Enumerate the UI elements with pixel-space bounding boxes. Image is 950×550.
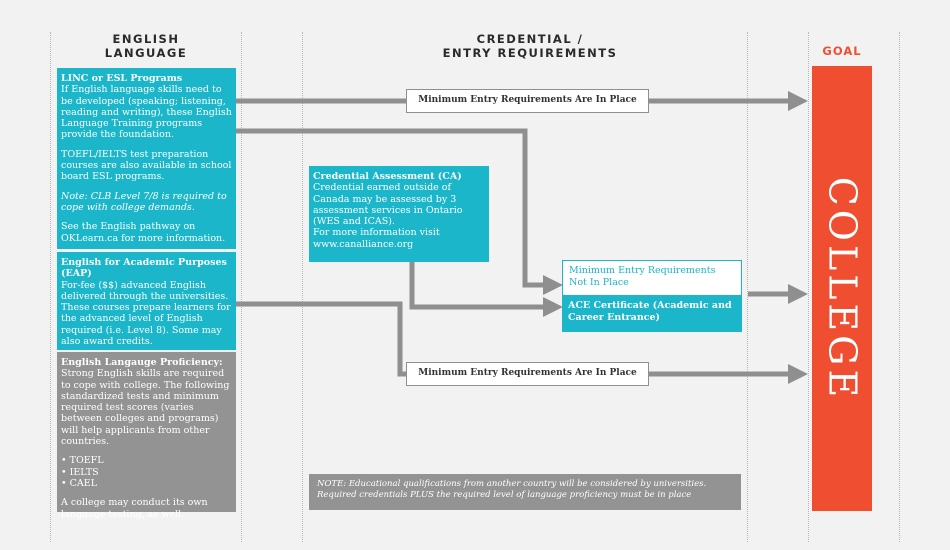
column-divider [241, 32, 242, 542]
college-goal-bar [812, 66, 872, 511]
min-entry-in-place-label: Minimum Entry Requirements Are In Place [406, 89, 649, 113]
eap-box: English for Academic Purposes (EAP) For-… [57, 252, 236, 350]
not-in-place-box: Minimum Entry Requirements Not In Place [562, 260, 742, 296]
header-line: ENGLISH [112, 32, 180, 46]
arrow-ca-to-ace [409, 285, 563, 317]
credential-header: CREDENTIAL / ENTRY REQUIREMENTS [380, 32, 680, 60]
linc-title: LINC or ESL Programs [61, 73, 183, 84]
proficiency-body: Strong English skills are required to co… [61, 368, 230, 448]
proficiency-title: English Langauge Proficiency: [61, 357, 223, 368]
ace-certificate-box: ACE Certificate (Academic and Career Ent… [562, 296, 742, 332]
proficiency-box: English Langauge Proficiency: Strong Eng… [57, 352, 236, 520]
universities-note: NOTE: Educational qualifications from an… [309, 474, 741, 510]
column-divider [302, 32, 303, 542]
column-divider [808, 32, 809, 542]
proficiency-footer: A college may conduct its own language t… [61, 497, 208, 520]
english-language-header: ENGLISH LANGUAGE [55, 32, 237, 60]
test-item: • CAEL [61, 477, 97, 489]
column-divider [50, 32, 51, 542]
eap-title: English for Academic Purposes (EAP) [61, 257, 227, 280]
column-divider [747, 32, 748, 542]
linc-body: If English language skills need to be de… [61, 84, 232, 141]
college-label: COLLEGE [820, 176, 864, 401]
linc-see: See the English pathway on OKLearn.ca fo… [61, 221, 226, 244]
credential-assessment-box: Credential Assessment (CA) Credential ea… [309, 166, 489, 262]
column-divider [899, 32, 900, 542]
arrow-linc-to-not-in-place [236, 128, 563, 295]
header-line: ENTRY REQUIREMENTS [442, 46, 618, 60]
linc-esl-box: LINC or ESL Programs If English language… [57, 68, 236, 249]
linc-note: Note: CLB Level 7/8 is required to cope … [61, 190, 227, 213]
linc-toefl: TOEFL/IELTS test preparation courses are… [61, 148, 232, 183]
goal-header: GOAL [822, 44, 862, 58]
header-line: CREDENTIAL / [476, 32, 584, 46]
test-item: • TOEFL [61, 455, 104, 467]
ca-title: Credential Assessment (CA) [313, 171, 462, 182]
test-item: • IELTS [61, 466, 99, 478]
college-goal-text: COLLEGE [812, 66, 872, 511]
header-line: LANGUAGE [104, 46, 188, 60]
ca-body: Credential earned outside of Canada may … [313, 182, 463, 228]
min-entry-in-place-label: Minimum Entry Requirements Are In Place [406, 362, 649, 386]
eap-body: For-fee ($$) advanced English delivered … [61, 279, 231, 348]
ca-more: For more information visit www.canallian… [313, 227, 440, 250]
